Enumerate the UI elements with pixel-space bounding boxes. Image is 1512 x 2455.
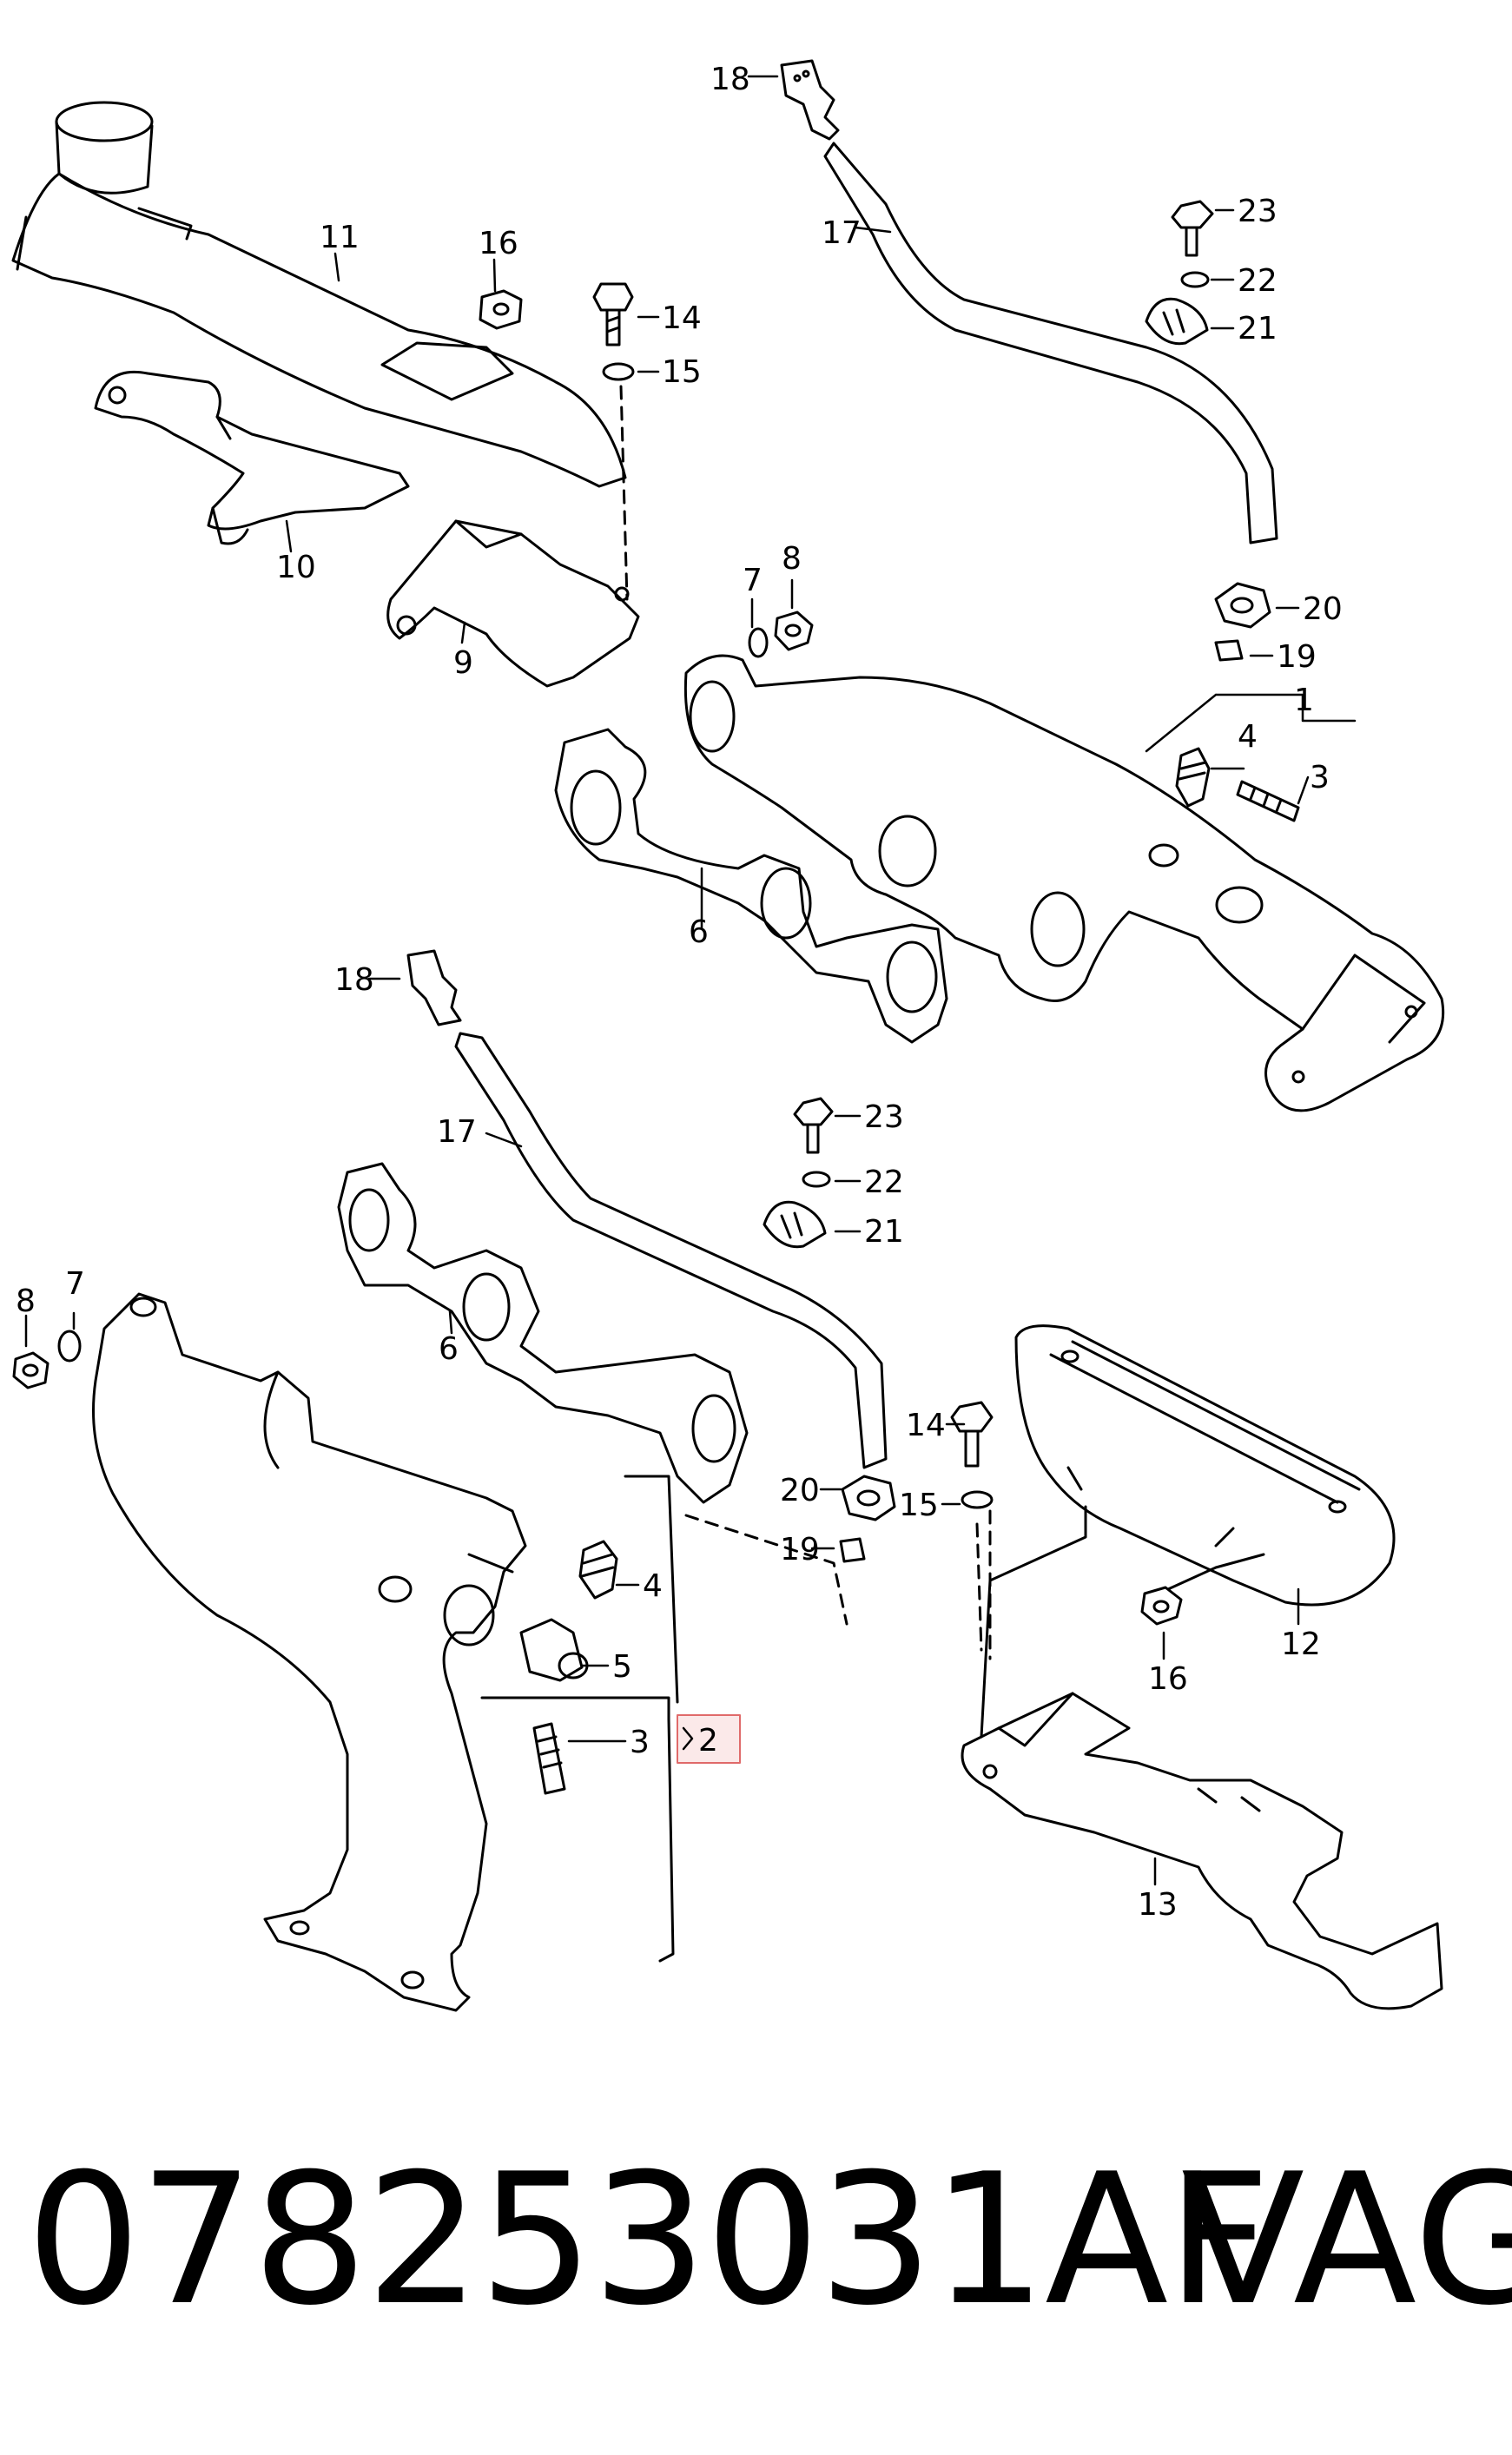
callout-15: 15 <box>662 354 702 390</box>
callout-17: 17 <box>437 1114 477 1150</box>
sensor-18-top <box>780 59 840 141</box>
callout-18: 18 <box>710 62 750 97</box>
callout-15: 15 <box>899 1488 939 1523</box>
callout-23: 23 <box>864 1099 904 1135</box>
callout-16: 16 <box>1148 1661 1188 1697</box>
callout-21: 21 <box>864 1214 904 1250</box>
callout-7: 7 <box>65 1266 85 1302</box>
callout-23: 23 <box>1238 194 1278 229</box>
callout-labels: 11 16 14 15 10 9 18 17 23 22 21 7 8 20 1… <box>16 62 1343 1923</box>
callout-12: 12 <box>1281 1627 1321 1662</box>
callout-14: 14 <box>906 1408 946 1443</box>
callout-6: 6 <box>689 914 709 950</box>
bolt-23-top <box>1171 200 1214 257</box>
bolt-14-top <box>592 282 634 346</box>
callout-18: 18 <box>334 962 374 998</box>
heat-shield-11 <box>11 101 627 488</box>
brand-name: VAG <box>1181 2135 1512 2346</box>
assembly-2-bracket <box>480 1696 675 1963</box>
callout-16: 16 <box>479 226 518 261</box>
callout-11: 11 <box>320 220 360 255</box>
assembly-2-leader <box>624 1475 679 1704</box>
gasket-6-bottom <box>337 1162 749 1504</box>
gasket-6-top <box>554 728 948 1044</box>
stud-3-bottom <box>532 1722 566 1795</box>
connector-4-bottom <box>578 1540 618 1600</box>
bolt-14-bottom <box>950 1401 994 1468</box>
callout-2-highlight[interactable]: 2 <box>677 1714 741 1764</box>
callout-3: 3 <box>630 1725 650 1760</box>
stud-3-top <box>1236 780 1300 822</box>
callout-1: 1 <box>1294 683 1314 718</box>
clamp-21-top <box>1145 297 1209 346</box>
nut-20-top <box>1214 582 1271 629</box>
manifold-2 <box>92 1292 527 2012</box>
sensor-18-bottom <box>406 949 462 1026</box>
shield-leaders-bottom <box>980 1505 1265 1739</box>
callout-leaders <box>24 75 1357 1886</box>
nut-8-bottom <box>12 1351 50 1389</box>
callout-19: 19 <box>1277 639 1317 675</box>
footer-caption: 078253031AF VAG <box>26 2135 1512 2346</box>
nut-16-bottom <box>1140 1586 1183 1626</box>
part-number: 078253031AF <box>26 2135 1271 2346</box>
callout-5: 5 <box>612 1649 632 1685</box>
callout-17: 17 <box>822 215 862 251</box>
bolt-23-bottom <box>793 1097 834 1154</box>
heat-shield-13 <box>961 1692 1443 2010</box>
highlight-box <box>677 1714 741 1764</box>
connector-4-top <box>1175 747 1211 808</box>
heat-shield-10 <box>94 370 410 545</box>
washer-15-bottom <box>961 1490 994 1509</box>
callout-8: 8 <box>16 1284 36 1319</box>
heat-shield-9 <box>386 519 640 688</box>
callout-2: 2 <box>698 1723 718 1759</box>
plug-5 <box>519 1618 589 1682</box>
pipe-leaders-bottom <box>684 1509 992 1660</box>
callout-13: 13 <box>1138 1887 1178 1923</box>
nut-8-top <box>774 610 814 651</box>
callout-9: 9 <box>453 645 473 681</box>
callout-20: 20 <box>1303 591 1343 627</box>
washer-22-bottom <box>802 1171 831 1188</box>
callout-3: 3 <box>1310 760 1330 795</box>
pipe-17-bottom <box>454 1032 888 1469</box>
washer-22-top <box>1180 271 1210 288</box>
heat-shield-12 <box>1014 1324 1396 1607</box>
callout-6: 6 <box>439 1331 459 1367</box>
sleeve-19-top <box>1214 639 1244 662</box>
sleeve-19-bottom <box>839 1537 866 1563</box>
washer-7-bottom <box>57 1330 82 1363</box>
callout-22: 22 <box>864 1165 904 1200</box>
callout-10: 10 <box>276 550 316 585</box>
callout-19: 19 <box>780 1532 820 1567</box>
nut-20-bottom <box>841 1475 896 1521</box>
callout-4: 4 <box>643 1568 663 1604</box>
clamp-21-bottom <box>763 1200 827 1249</box>
manifold-1 <box>683 654 1445 1112</box>
callout-22: 22 <box>1238 263 1278 299</box>
callout-21: 21 <box>1238 311 1278 346</box>
callout-2-arrow <box>682 1726 694 1751</box>
callout-4: 4 <box>1238 719 1258 755</box>
washer-15-top <box>602 362 635 381</box>
callout-14: 14 <box>662 300 702 336</box>
washer-7-top <box>748 627 769 658</box>
callout-20: 20 <box>780 1473 820 1508</box>
callout-8: 8 <box>782 541 802 577</box>
leader-dashes-top <box>619 385 629 601</box>
nut-16-top <box>479 289 523 330</box>
pipe-17-top <box>823 142 1278 544</box>
callout-7: 7 <box>743 563 763 598</box>
